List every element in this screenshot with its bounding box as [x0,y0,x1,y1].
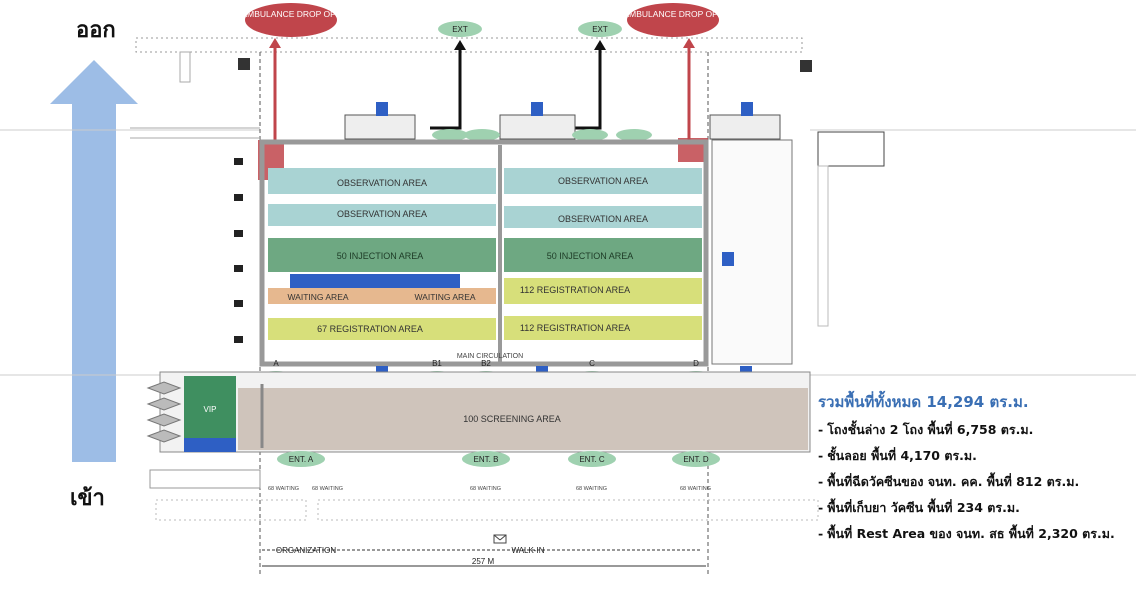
bottom-lot [155,499,307,521]
injection-area-right [504,238,702,272]
ambulance-label-left: AMBULANCE DROP OFF [241,9,340,19]
exit-arrow-head [454,40,466,50]
column-label-a: A [273,359,279,368]
vip-blue-strip [184,438,236,452]
area-summary: รวมพื้นที่ทั้งหมด 14,294 ตร.ม. -โถงชั้นล… [818,390,1133,553]
observation-area-2 [504,168,702,194]
ambulance-arrow-head [269,38,281,48]
column-label-c: C [589,359,595,368]
entrance-d [672,451,720,467]
registration-67-label: 67 REGISTRATION AREA [317,324,423,334]
waiting-small-5: 68 WAITING [680,486,711,492]
entrance-a-label: ENT. A [289,455,314,464]
waiting-label-1: WAITING AREA [287,292,348,302]
direction-arrow [50,60,138,462]
observation-label: OBSERVATION AREA [558,214,648,224]
summary-item: -พื้นที่ Rest Area ของ จนท. สธ พื้นที่ 2… [818,526,1115,541]
bottom-lot [317,499,819,521]
entrance-d-label: ENT. D [683,455,709,464]
exit-tag-text: EXT [592,25,608,34]
observation-label: OBSERVATION AREA [558,176,648,186]
main-hall-frame [259,139,709,367]
waiting-label-2: WAITING AREA [414,292,475,302]
right-service-wing [711,131,885,365]
summary-item: -พื้นที่ฉีดวัคซีนของ จนท. คค. พื้นที่ 81… [818,474,1080,489]
ambulance-dropoff-right [627,3,719,37]
main-circulation-label: MAIN CIRCULATION [457,353,523,360]
observation-area-4 [504,206,702,228]
ambulance-label-right: AMBULANCE DROP OFF [623,9,722,19]
entrance-b [462,451,510,467]
utility-box [238,58,250,70]
exit-tag-right [578,21,622,37]
registration-area-112-b [504,316,702,340]
top-service-blocks [344,102,781,141]
exit-path-left [430,48,462,130]
registration-112-label: 112 REGISTRATION AREA [520,323,630,333]
summary-item-text: พื้นที่ Rest Area ของ จนท. สธ พื้นที่ 2,… [827,526,1115,541]
walk-in-label: WALK-IN [511,546,544,555]
vip-area [184,376,236,438]
entrance-c [568,451,616,467]
screening-label: 100 SCREENING AREA [463,414,561,424]
mail-icon-line [499,534,507,541]
ambulance-arrow-head [683,38,695,48]
column-label-b1: B1 [432,359,442,368]
waiting-small-1: 68 WAITING [268,486,299,492]
summary-item: -ชั้นลอย พื้นที่ 4,170 ตร.ม. [818,448,977,463]
summary-title: รวมพื้นที่ทั้งหมด 14,294 ตร.ม. [818,393,1029,411]
observation-area-3 [268,204,496,226]
ambulance-dropoff-left [245,3,337,37]
exit-path-right [570,48,602,130]
summary-item-text: โถงชั้นล่าง 2 โถง พื้นที่ 6,758 ตร.ม. [827,422,1034,437]
entrance-c-label: ENT. C [579,455,605,464]
mail-icon-line [493,534,501,541]
exit-tag-left [438,21,482,37]
exit-arrow-head [594,40,606,50]
bottom-lot [149,469,261,489]
utility-box [800,60,812,72]
summary-item: -โถงชั้นล่าง 2 โถง พื้นที่ 6,758 ตร.ม. [818,422,1034,437]
injection-label-right: 50 INJECTION AREA [547,251,634,261]
screening-area [238,388,808,450]
registration-area-67 [268,318,496,340]
column-label-d: D [693,359,699,368]
vip-label: VIP [204,405,217,414]
left-side-units [234,158,243,343]
total-dimension-label: 257 M [472,557,495,566]
mail-icon [493,534,507,544]
exit-label: ออก [76,18,116,43]
road-post [179,51,191,83]
organization-label: ORGANIZATION [276,546,337,555]
observation-label: OBSERVATION AREA [337,178,427,188]
waiting-small-4: 68 WAITING [576,486,607,492]
summary-item-text: ชั้นลอย พื้นที่ 4,170 ตร.ม. [827,448,977,463]
summary-item-text: พื้นที่เก็บยา วัคซีน พื้นที่ 234 ตร.ม. [827,500,1020,515]
waiting-area-blue [290,274,460,288]
waiting-small-3: 68 WAITING [470,486,501,492]
registration-112-label: 112 REGISTRATION AREA [520,285,630,295]
injection-label-left: 50 INJECTION AREA [337,251,424,261]
left-entry-chevrons [146,381,182,443]
waiting-area [268,288,496,304]
registration-area-112-a [504,278,702,304]
entrance-b-label: ENT. B [474,455,499,464]
exit-tag-text: EXT [452,25,468,34]
summary-item: -พื้นที่เก็บยา วัคซีน พื้นที่ 234 ตร.ม. [818,500,1020,515]
injection-area-left [268,238,496,272]
observation-label: OBSERVATION AREA [337,209,427,219]
summary-list: -โถงชั้นล่าง 2 โถง พื้นที่ 6,758 ตร.ม. -… [818,423,1133,541]
entrance-a [277,451,325,467]
column-label-b2: B2 [481,359,491,368]
top-road [135,37,803,53]
waiting-small-2: 68 WAITING [312,486,343,492]
summary-item-text: พื้นที่ฉีดวัคซีนของ จนท. คค. พื้นที่ 812… [827,474,1080,489]
observation-area-1 [268,168,496,194]
enter-label: เข้า [70,486,105,511]
